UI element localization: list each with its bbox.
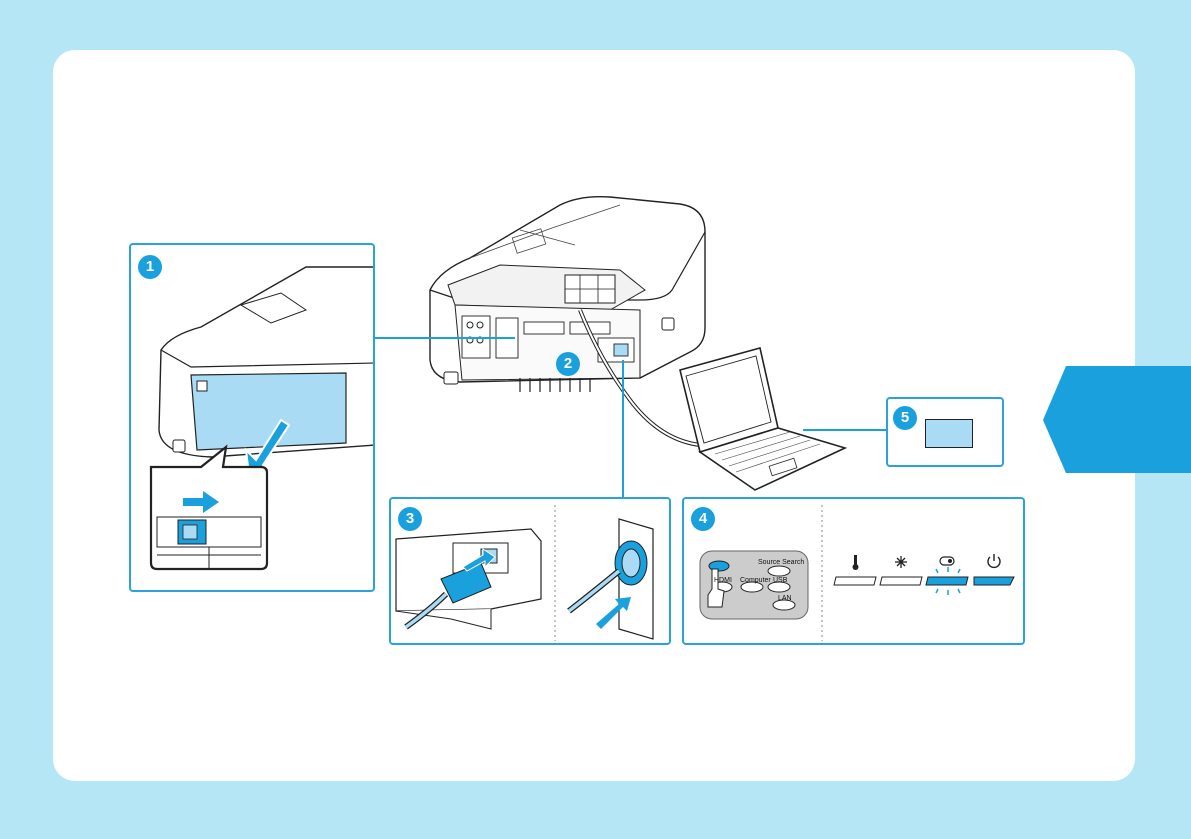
step-5-badge: 5 bbox=[893, 406, 917, 430]
remote-lan-label: LAN bbox=[778, 595, 792, 602]
screen-preview-icon bbox=[925, 419, 973, 448]
power-icon bbox=[988, 554, 1000, 567]
step-1-panel: 1 bbox=[129, 243, 375, 592]
remote-hdmi-label: HDMI bbox=[714, 577, 732, 584]
step-5-panel: 5 bbox=[886, 397, 1004, 467]
power-plug-icon bbox=[391, 499, 671, 645]
projector-cover-slide-icon bbox=[131, 245, 375, 592]
lamp-icon bbox=[895, 556, 907, 568]
remote-usb-label: USB bbox=[773, 577, 787, 584]
status-icon bbox=[940, 557, 954, 565]
remote-control-icon bbox=[684, 499, 1025, 645]
remote-computer-label: Computer bbox=[740, 577, 771, 584]
step-4-panel: 4 bbox=[682, 497, 1025, 645]
step-2-badge: 2 bbox=[556, 352, 580, 376]
temperature-icon bbox=[853, 555, 859, 570]
step-3-panel: 3 bbox=[389, 497, 671, 645]
remote-source-search-label: Source Search bbox=[758, 559, 804, 566]
